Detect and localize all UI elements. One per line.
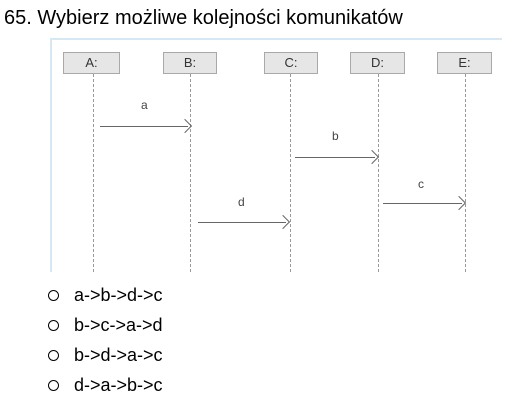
lifeline-header-d: D: [350, 52, 405, 74]
answer-option[interactable]: a->b->d->c [48, 280, 163, 310]
answer-option-label: b->d->a->c [74, 344, 163, 365]
answer-options: a->b->d->c b->c->a->d b->d->a->c d->a->b… [48, 280, 163, 400]
message-arrow-b [295, 157, 375, 158]
answer-option-label: b->c->a->d [74, 314, 163, 335]
answer-option[interactable]: b->d->a->c [48, 340, 163, 370]
question-title: 65. Wybierz możliwe kolejności komunikat… [4, 7, 403, 29]
answer-option-label: a->b->d->c [74, 284, 163, 305]
lifeline-c [290, 74, 291, 272]
message-label-d: d [238, 195, 245, 209]
lifeline-e [465, 74, 466, 272]
lifeline-header-c: C: [264, 52, 318, 74]
lifeline-a [93, 74, 94, 272]
answer-option[interactable]: d->a->b->c [48, 370, 163, 400]
lifeline-label-a: A: [85, 55, 98, 70]
radio-circle-icon[interactable] [48, 319, 59, 331]
message-label-a: a [141, 98, 148, 112]
answer-option-label: d->a->b->c [74, 374, 163, 395]
message-arrow-c [383, 203, 462, 204]
lifeline-label-b: B: [183, 55, 197, 70]
lifeline-header-a: A: [63, 52, 120, 74]
radio-circle-icon[interactable] [48, 349, 59, 361]
lifeline-header-e: E: [437, 52, 492, 74]
lifeline-label-c: C: [284, 55, 298, 70]
answer-option[interactable]: b->c->a->d [48, 310, 163, 340]
radio-circle-icon[interactable] [48, 379, 59, 391]
lifeline-header-b: B: [163, 52, 217, 74]
message-arrow-d [198, 222, 286, 223]
message-label-b: b [332, 129, 339, 143]
lifeline-label-d: D: [371, 55, 384, 70]
message-label-c: c [418, 177, 424, 191]
radio-circle-icon[interactable] [48, 289, 59, 301]
lifeline-b [190, 74, 191, 272]
lifeline-d [378, 74, 379, 272]
lifeline-label-e: E: [458, 55, 471, 70]
message-arrow-a [100, 126, 188, 127]
sequence-diagram: A: B: C: D: E: a b c d [50, 38, 502, 272]
